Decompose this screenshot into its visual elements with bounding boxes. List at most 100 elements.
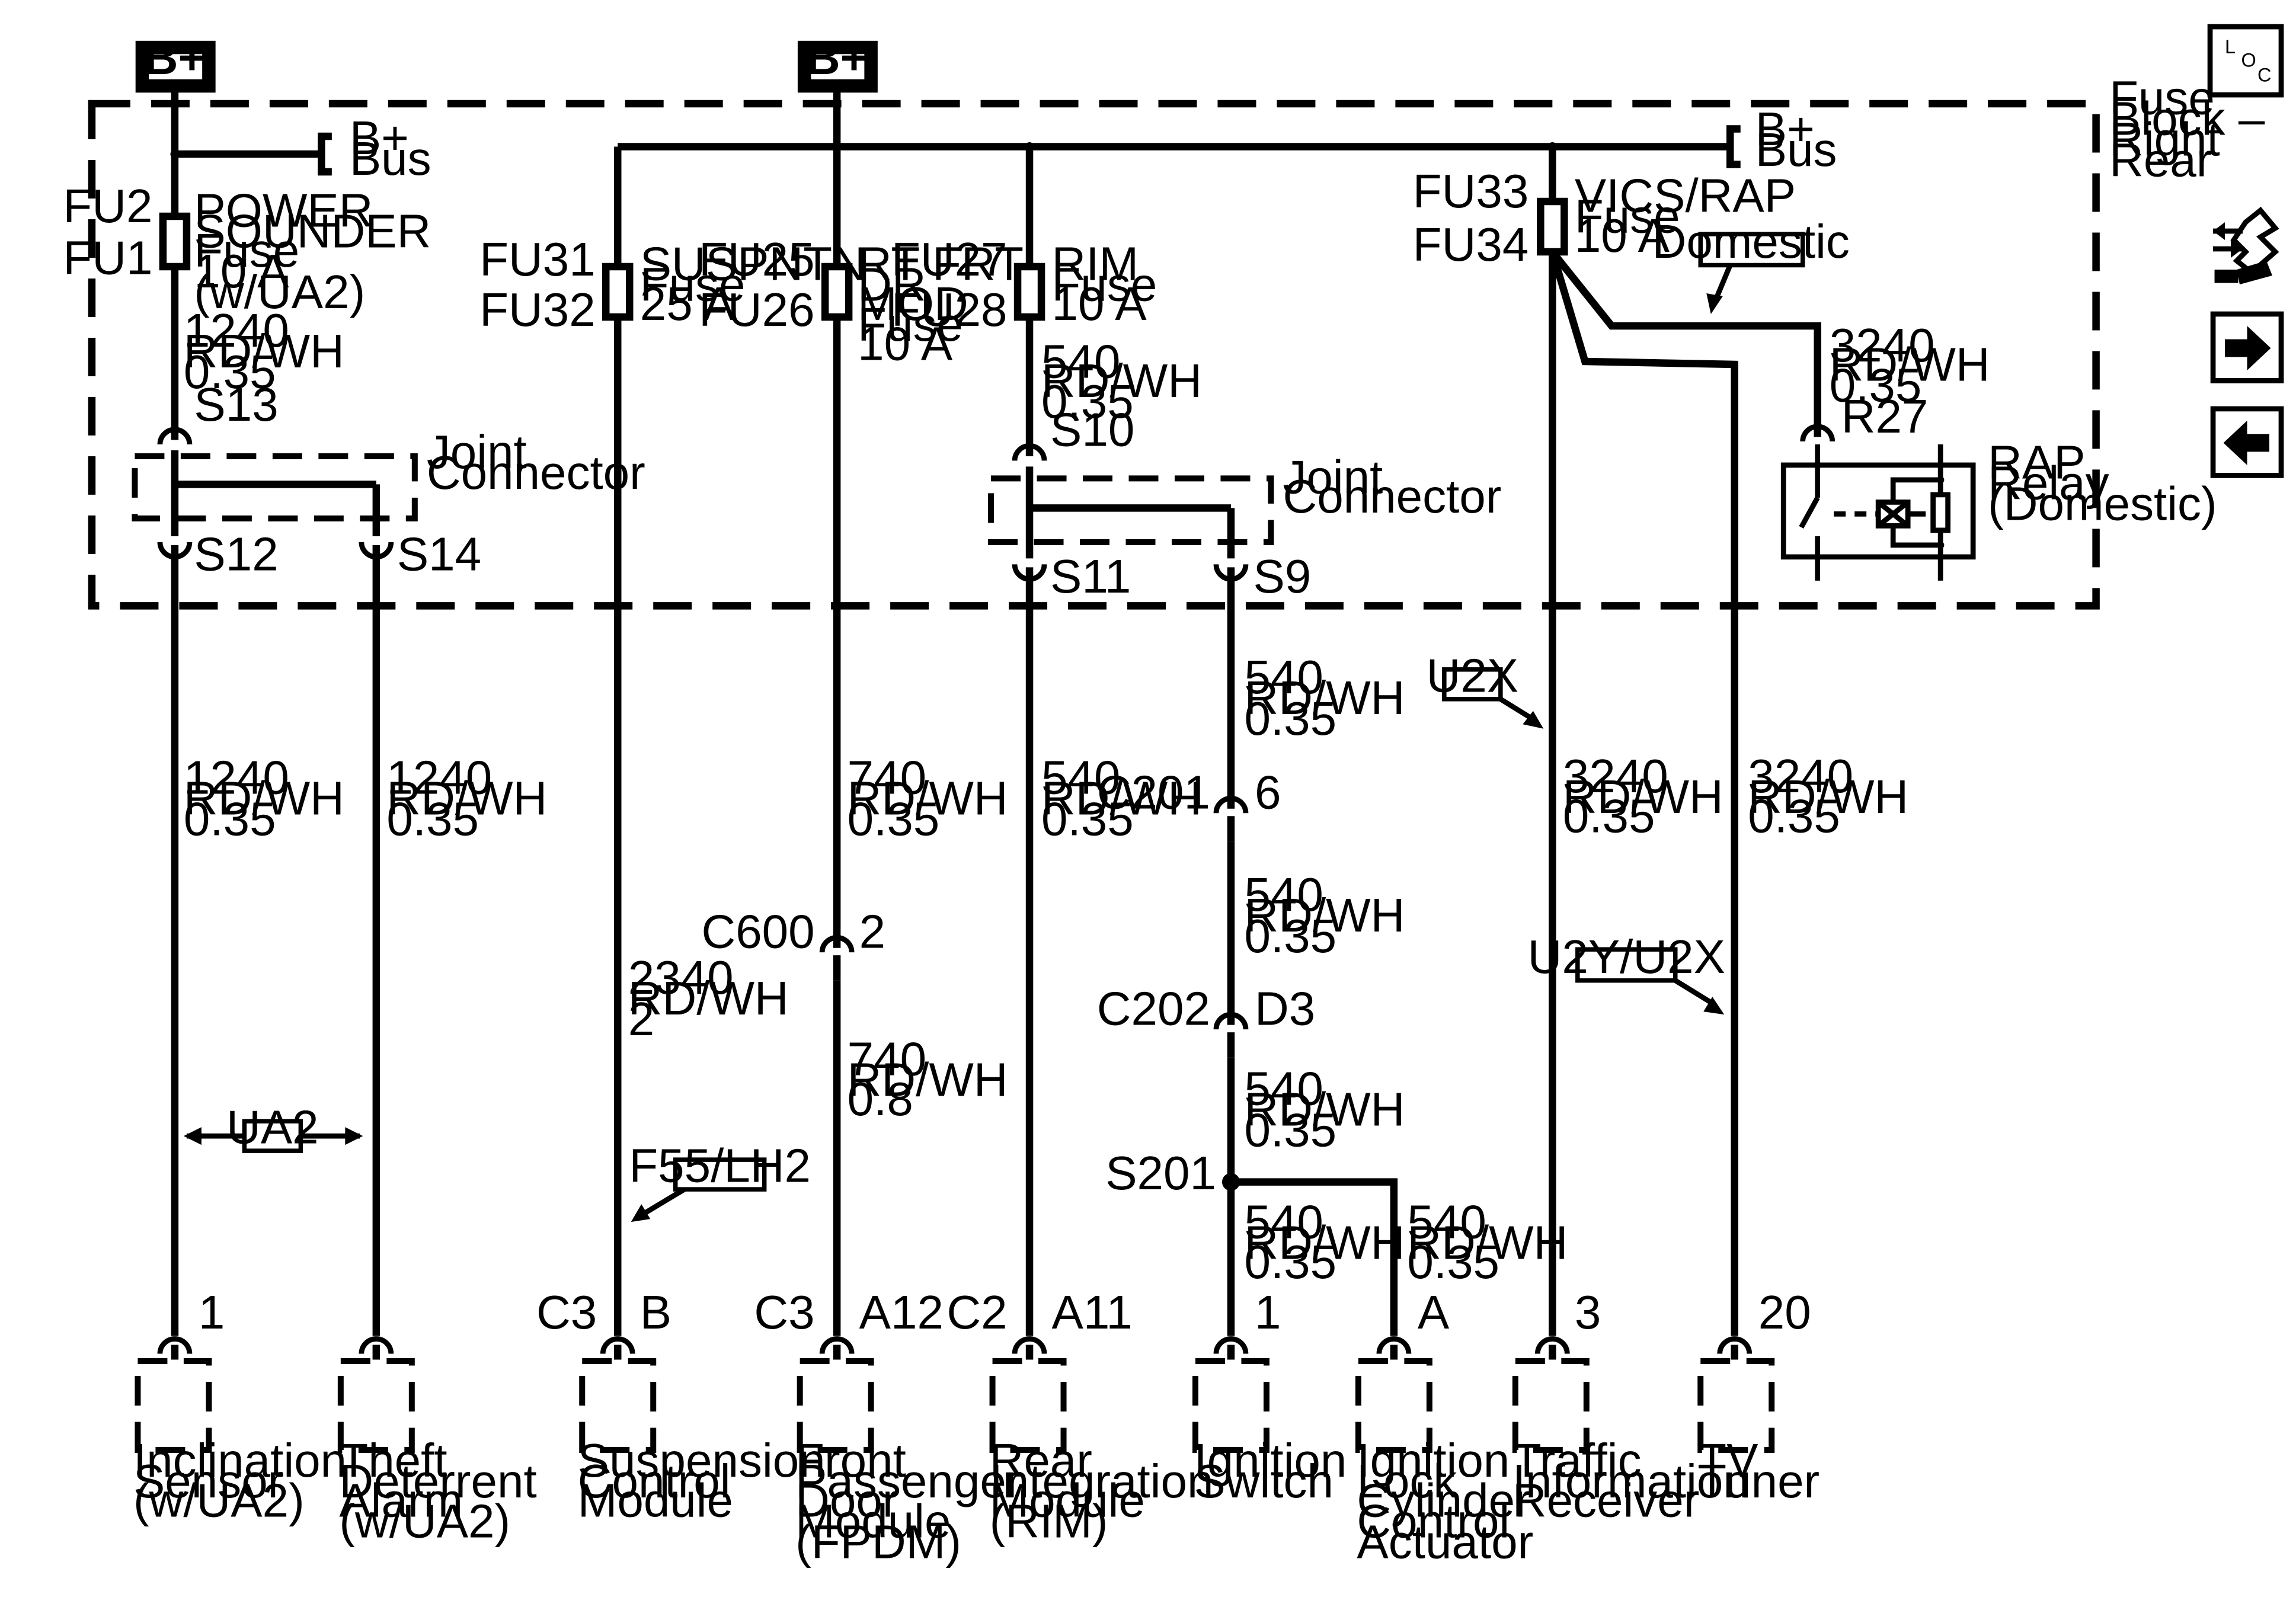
bus-right: B+ Bus: [618, 86, 1837, 176]
svg-text:10 A: 10 A: [858, 317, 953, 370]
svg-text:RT FRT: RT FRT: [858, 237, 1024, 290]
svg-text:Receiver: Receiver: [1512, 1474, 1700, 1526]
svg-text:1240: 1240: [184, 304, 289, 357]
svg-text:Module: Module: [578, 1474, 733, 1526]
svg-text:540: 540: [1244, 1062, 1323, 1115]
svg-text:RD/WH: RD/WH: [1407, 1217, 1568, 1269]
svg-text:Connector: Connector: [427, 446, 645, 499]
svg-text:O: O: [2241, 50, 2256, 71]
svg-text:0.35: 0.35: [1407, 1235, 1499, 1288]
svg-text:0.35: 0.35: [1244, 1104, 1336, 1157]
harness-connect-icon[interactable]: [2213, 206, 2279, 284]
fuse-block-label: Fuse Block – Right Rear: [2109, 72, 2265, 187]
svg-text:2: 2: [859, 905, 885, 958]
svg-text:RD/WH: RD/WH: [386, 772, 547, 825]
svg-text:Theft: Theft: [339, 1434, 447, 1487]
wire-label-3240-r27: 3240 RD/WH 0.35: [1830, 319, 1990, 411]
svg-text:Front: Front: [795, 1434, 906, 1487]
svg-text:10 A: 10 A: [1052, 277, 1147, 330]
svg-text:RD/WH: RD/WH: [848, 772, 1008, 825]
battery-b-plus-center: B+: [797, 31, 878, 93]
svg-text:0.35: 0.35: [386, 793, 479, 846]
splice-s201: S201: [1105, 1147, 1216, 1199]
wire-label-540-lock-actuator: 540 RD/WH 0.35: [1407, 1196, 1568, 1288]
wire-label-540-c202: 540 RD/WH 0.35: [1244, 1062, 1405, 1157]
svg-text:D3: D3: [1255, 982, 1315, 1035]
svg-text:540: 540: [1244, 651, 1323, 703]
svg-text:B: B: [640, 1286, 671, 1339]
svg-text:Fuse: Fuse: [858, 298, 963, 351]
svg-text:Domestic: Domestic: [1652, 215, 1850, 268]
svg-text:Integration: Integration: [990, 1455, 1214, 1507]
svg-text:0.35: 0.35: [1563, 790, 1655, 843]
svg-text:RD/WH: RD/WH: [848, 1054, 1008, 1106]
wire-label-740-lower: 740 RD/WH 0.8: [848, 1033, 1008, 1125]
svg-text:Alarm: Alarm: [339, 1474, 463, 1526]
svg-text:0.35: 0.35: [184, 345, 276, 398]
inline-connector-c202: C202 D3: [1097, 982, 1315, 1058]
arrow-left-icon: [2223, 420, 2270, 465]
splice-s14: S14: [397, 527, 481, 580]
inline-connector-c201: C201 6: [1097, 766, 1281, 841]
svg-text:A: A: [1418, 1286, 1450, 1339]
svg-text:POWER: POWER: [194, 184, 373, 237]
svg-text:B+: B+: [350, 111, 409, 164]
wire-label-540-s9: 540 RD/WH 0.35: [1244, 651, 1405, 745]
svg-text:Module: Module: [795, 1494, 951, 1547]
svg-text:(Domestic): (Domestic): [1988, 477, 2217, 530]
svg-text:FU25: FU25: [699, 233, 815, 286]
svg-text:Bus: Bus: [350, 132, 431, 185]
svg-text:RD/WH: RD/WH: [184, 772, 344, 825]
svg-text:540: 540: [1244, 1196, 1323, 1249]
fuse-vics-rap: FU33 FU34 VICS/RAP Fuse 10 A: [1413, 165, 1796, 271]
svg-text:C3: C3: [536, 1286, 597, 1339]
svg-text:RD/WH: RD/WH: [1748, 770, 1908, 823]
arrow-left-button[interactable]: [2210, 406, 2284, 478]
svg-text:C201: C201: [1097, 766, 1210, 819]
splice-s13: S13: [194, 378, 278, 431]
svg-text:3: 3: [1575, 1286, 1601, 1339]
svg-text:0.35: 0.35: [1244, 1235, 1336, 1288]
svg-text:Fuse: Fuse: [194, 224, 299, 277]
svg-text:Switch: Switch: [1194, 1455, 1334, 1507]
svg-text:Module: Module: [990, 1474, 1145, 1526]
loc-button[interactable]: L O C: [2207, 24, 2284, 98]
arrow-right-button[interactable]: [2210, 311, 2284, 383]
component-ignition-switch: 1 Ignition Switch: [1192, 1286, 1347, 1507]
svg-text:0.35: 0.35: [848, 793, 940, 846]
svg-text:RD/WH: RD/WH: [1041, 772, 1202, 825]
svg-text:1: 1: [1255, 1286, 1281, 1339]
svg-text:740: 740: [848, 751, 926, 804]
fuse-rim: FU27 FU28 RIM Fuse 10 A: [891, 233, 1157, 336]
svg-text:RD/WH: RD/WH: [1244, 1217, 1405, 1269]
svg-text:FU31: FU31: [479, 233, 596, 286]
svg-text:RD/WH: RD/WH: [1041, 354, 1202, 407]
wire-label-540-c201: 540 RD/WH 0.35: [1244, 868, 1405, 962]
wire-label-540-ign-switch: 540 RD/WH 0.35: [1244, 1196, 1405, 1288]
svg-text:RD/WH: RD/WH: [1244, 671, 1405, 724]
svg-text:0.35: 0.35: [1748, 790, 1840, 843]
joint-connector-center-label: Joint Connector: [1283, 450, 1501, 522]
svg-text:Fuse: Fuse: [2109, 72, 2215, 124]
svg-text:2: 2: [628, 993, 654, 1045]
svg-text:RAP: RAP: [1988, 436, 2085, 488]
svg-text:(FPDM): (FPDM): [795, 1515, 961, 1568]
wire-label-540-rim-top: 540 RD/WH 0.35: [1041, 335, 1202, 427]
svg-text:Tuner: Tuner: [1697, 1455, 1819, 1507]
svg-text:740: 740: [848, 1033, 926, 1086]
svg-text:Connector: Connector: [1283, 470, 1501, 523]
svg-text:RD/WH: RD/WH: [184, 325, 344, 377]
component-rear-integration-module: C2 A11 Rear Integration Module (RIM): [946, 1286, 1213, 1547]
splice-s9: S9: [1253, 550, 1311, 603]
svg-text:A12: A12: [859, 1286, 944, 1339]
svg-text:TV: TV: [1697, 1434, 1758, 1487]
svg-text:Control: Control: [578, 1455, 731, 1507]
svg-text:0.35: 0.35: [1041, 375, 1134, 428]
svg-text:25 A: 25 A: [640, 277, 736, 330]
svg-text:C3: C3: [754, 1286, 814, 1339]
svg-text:1240: 1240: [386, 751, 492, 804]
wire-label-1240-right: 1240 RD/WH 0.35: [386, 751, 547, 846]
splice-s11: S11: [1050, 550, 1131, 603]
joint-connector-left: [132, 453, 418, 521]
svg-text:Suspension: Suspension: [578, 1434, 826, 1487]
